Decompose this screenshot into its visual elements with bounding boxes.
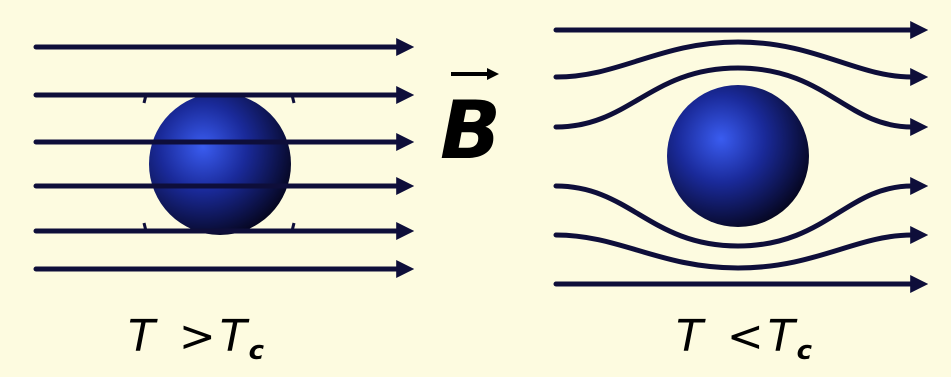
right-sphere: [667, 85, 809, 227]
right-field-lines: [553, 21, 929, 293]
surface-tick: [290, 222, 296, 232]
right-field-line: [553, 177, 929, 249]
right-field-line: [553, 226, 929, 271]
left-condition-label: T>Tc: [128, 311, 265, 366]
field-label-b-vector: B: [440, 68, 501, 177]
left-field-lines: [33, 38, 415, 278]
right-field-line: [553, 65, 929, 136]
right-panel-superconducting-state: T<Tc: [553, 21, 929, 366]
right-condition-label: T<Tc: [676, 311, 813, 366]
surface-tick: [290, 94, 296, 104]
left-surface-ticks: [142, 94, 296, 232]
left-panel-normal-state: T>Tc: [33, 38, 415, 366]
left-sphere: [149, 93, 291, 235]
vector-arrowhead-icon: [487, 68, 499, 80]
surface-tick: [142, 94, 148, 104]
surface-tick: [142, 222, 148, 232]
field-label-symbol: B: [440, 84, 501, 177]
right-field-line: [553, 39, 929, 86]
